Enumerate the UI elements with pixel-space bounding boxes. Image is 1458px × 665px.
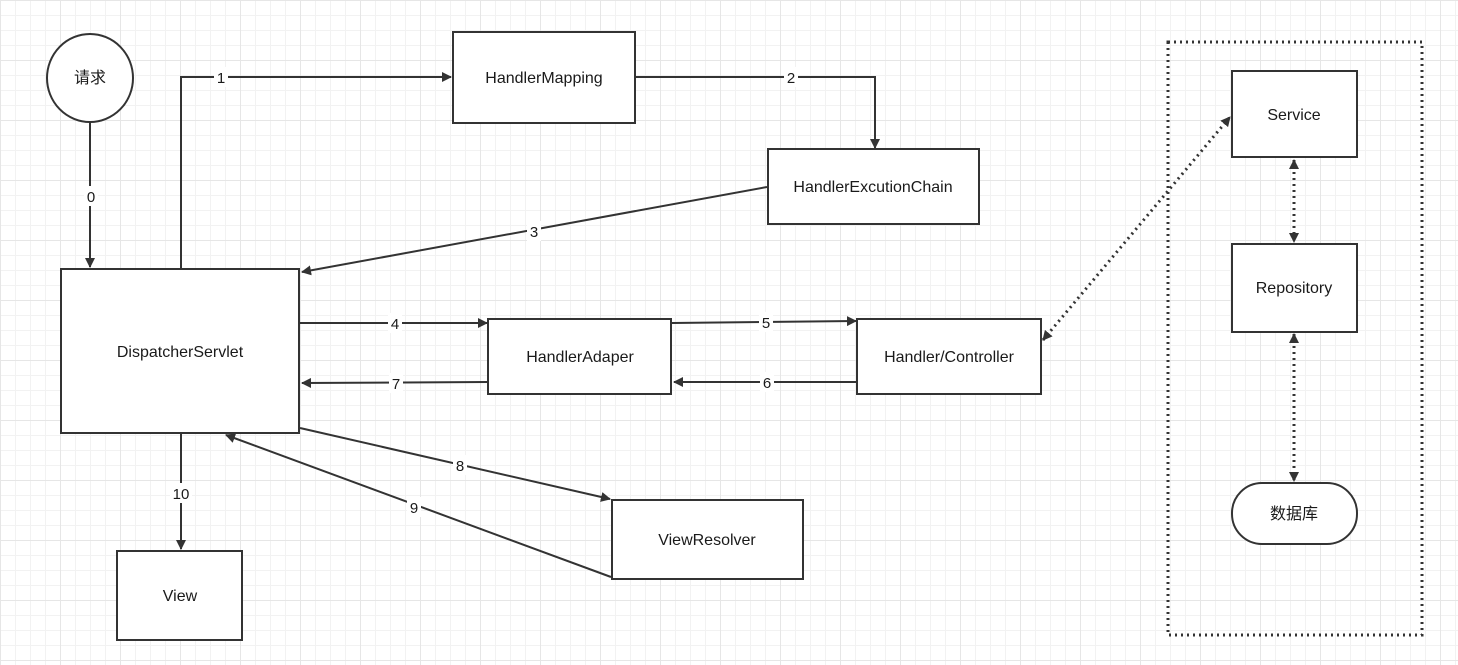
edge-label-3: 3 [530, 224, 538, 241]
edge-2 [635, 76, 880, 149]
edge-label-10: 10 [173, 486, 190, 503]
node-handler-mapping-label: HandlerMapping [485, 70, 602, 87]
edge-labels: 0 1 2 3 4 5 6 7 8 9 10 [84, 67, 798, 517]
node-service-label: Service [1267, 107, 1320, 124]
edge-handler-service [1041, 116, 1232, 341]
node-handler-execution-chain: HandlerExcutionChain [767, 148, 980, 225]
node-database: 数据库 [1231, 482, 1358, 545]
node-request: 请求 [46, 33, 134, 123]
node-database-label: 数据库 [1270, 505, 1318, 523]
edge-label-7: 7 [392, 376, 400, 393]
node-handler-adapter-label: HandlerAdaper [526, 349, 634, 366]
edge-label-9: 9 [410, 500, 418, 517]
dotted-edges [1041, 116, 1299, 482]
node-view-resolver: ViewResolver [611, 499, 804, 580]
node-handler-mapping: HandlerMapping [452, 31, 636, 124]
node-service: Service [1231, 70, 1358, 158]
node-view-resolver-label: ViewResolver [658, 532, 756, 549]
node-handler-controller-label: Handler/Controller [884, 349, 1015, 366]
edge-1 [180, 72, 452, 268]
node-view-label: View [163, 588, 198, 605]
node-handler-adapter: HandlerAdaper [487, 318, 672, 395]
edge-label-4: 4 [391, 316, 399, 333]
edge-label-0: 0 [87, 189, 95, 206]
node-repository: Repository [1231, 243, 1358, 333]
node-repository-label: Repository [1256, 280, 1332, 297]
node-view: View [116, 550, 243, 641]
service-layer-container [1166, 40, 1424, 637]
node-handler-controller: Handler/Controller [856, 318, 1042, 395]
node-request-label: 请求 [74, 69, 106, 87]
node-handler-execution-chain-label: HandlerExcutionChain [793, 179, 952, 196]
node-dispatcher-servlet: DispatcherServlet [60, 268, 300, 434]
edge-label-6: 6 [763, 375, 771, 392]
edge-label-2: 2 [787, 70, 795, 87]
edge-label-1: 1 [217, 70, 225, 87]
edge-label-5: 5 [762, 315, 770, 332]
node-dispatcher-servlet-label: DispatcherServlet [117, 344, 244, 361]
edge-label-8: 8 [456, 458, 464, 475]
